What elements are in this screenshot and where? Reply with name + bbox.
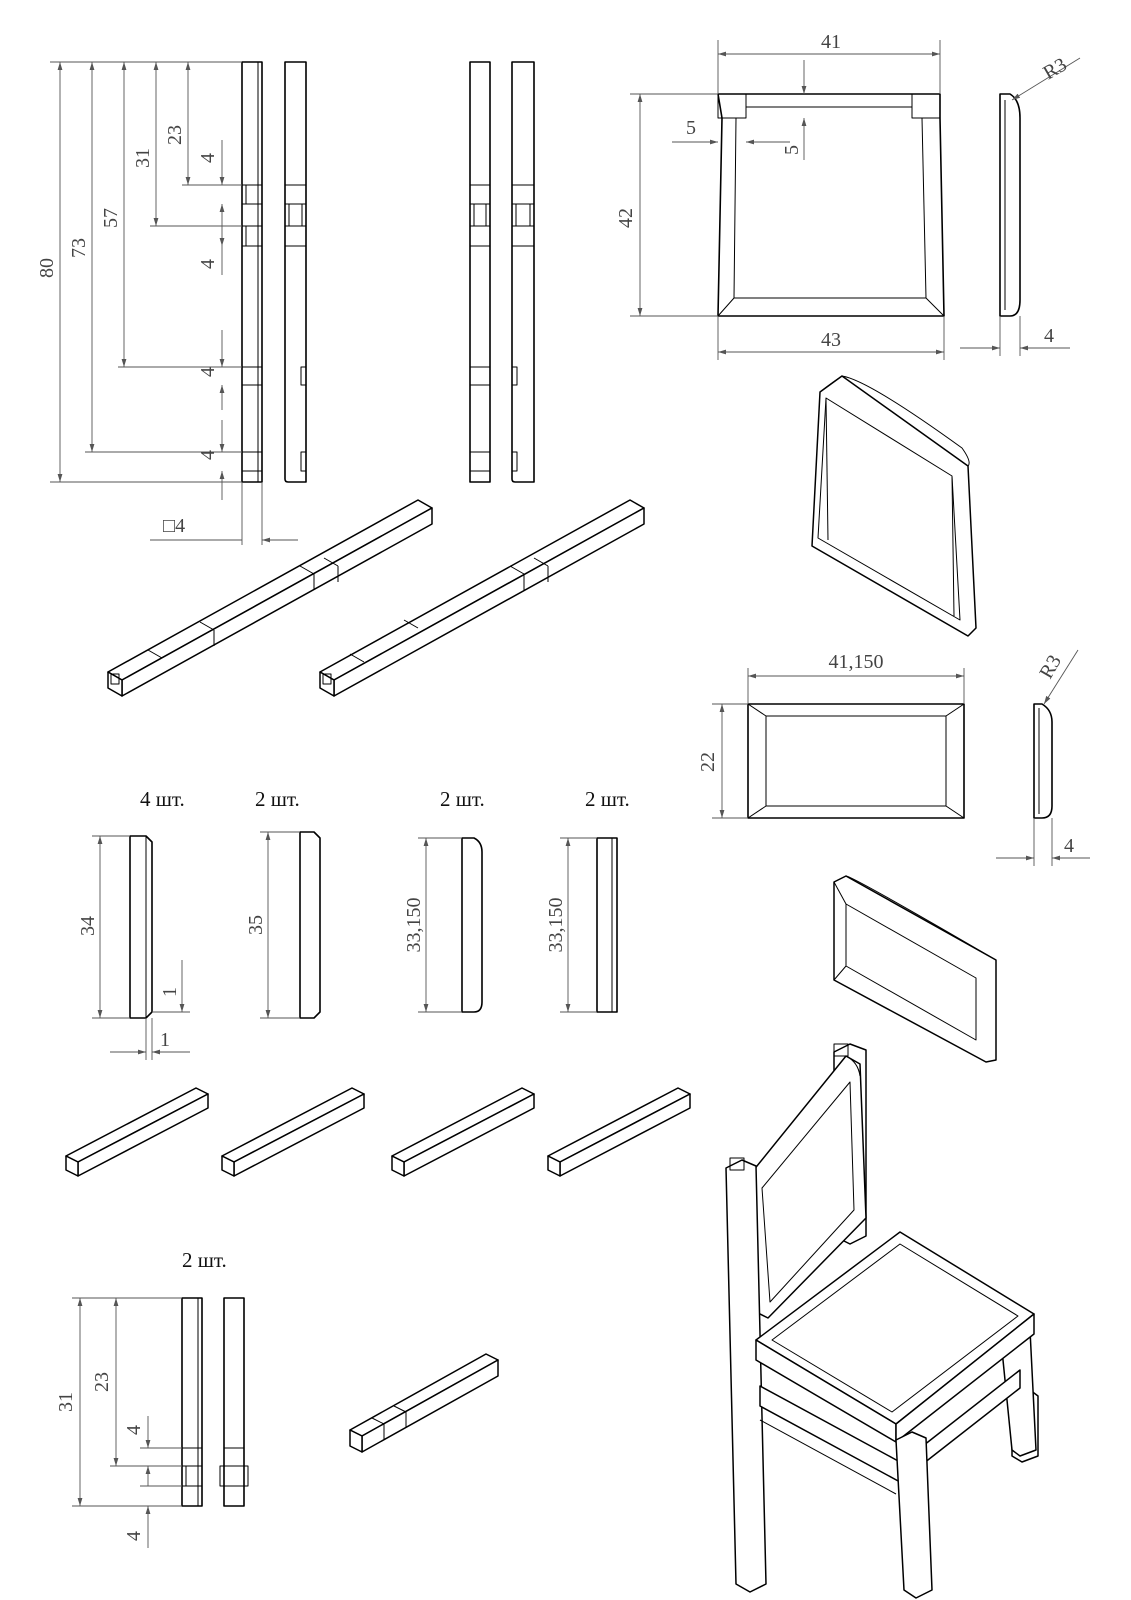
dim-seat-radius: R3 xyxy=(1035,651,1066,682)
back-frame-front-view xyxy=(717,93,945,317)
dim-seat-thickness: 4 xyxy=(1064,835,1074,857)
dim-crossbar-a-length: 34 xyxy=(77,916,99,936)
dim-crossbar-b-length: 35 xyxy=(245,915,267,935)
crossbar-b-isometric xyxy=(221,1087,365,1177)
back-frame-side-view xyxy=(999,93,1021,317)
assembled-chair-isometric xyxy=(725,1043,1039,1599)
dim-crossbar-c-length: 33,150 xyxy=(403,898,425,953)
crossbar-a-isometric xyxy=(65,1087,209,1177)
dim-back-inset-x: 5 xyxy=(686,117,696,139)
dim-back-inset-y: 5 xyxy=(781,145,803,155)
dim-seat-height: 22 xyxy=(697,752,719,772)
dim-back-top-width: 41 xyxy=(821,31,841,53)
dim-rail-31: 31 xyxy=(132,148,154,168)
crossbar-c-view xyxy=(418,837,483,1013)
crossbar-a-qty: 4 шт. xyxy=(140,787,185,811)
dim-short-leg-4a: 4 xyxy=(123,1425,145,1435)
side-rail-rear-view-a xyxy=(469,61,491,483)
dim-notch-2: 4 xyxy=(197,259,219,269)
seat-panel-isometric xyxy=(833,875,997,1063)
dim-crossbar-a-chamfer-b: 1 xyxy=(160,1029,170,1051)
crossbar-b-qty: 2 шт. xyxy=(255,787,300,811)
crossbar-d-view xyxy=(560,837,618,1013)
crossbar-d-isometric xyxy=(547,1087,691,1177)
side-rail-isometric-b xyxy=(319,499,645,697)
side-rail-views: 80 73 57 31 23 4 4 4 4 □4 xyxy=(36,61,535,545)
crossbar-d-qty: 2 шт. xyxy=(585,787,630,811)
dim-total-height: 80 xyxy=(36,258,58,278)
dim-back-bottom-width: 43 xyxy=(821,329,841,351)
dim-notch-1: 4 xyxy=(197,153,219,163)
side-rail-isometric-a xyxy=(107,499,433,697)
dim-crossbar-d-length: 33,150 xyxy=(545,898,567,953)
crossbar-c-qty: 2 шт. xyxy=(440,787,485,811)
crossbar-c-isometric xyxy=(391,1087,535,1177)
short-leg-views xyxy=(181,1297,249,1507)
dim-short-leg-23: 23 xyxy=(91,1372,113,1392)
seat-panel-dimensions xyxy=(712,649,1090,866)
dim-notch-3: 4 xyxy=(197,367,219,377)
crossbar-a-view xyxy=(92,835,190,1060)
short-leg-qty: 2 шт. xyxy=(182,1248,227,1272)
side-rail-dimensions xyxy=(50,61,298,545)
dim-seat-width: 41,150 xyxy=(829,651,884,673)
dim-section-square: □4 xyxy=(163,515,185,537)
side-rail-front-view xyxy=(241,61,263,483)
side-rail-rear-view-b xyxy=(511,61,535,483)
dim-rail-73: 73 xyxy=(68,238,90,258)
side-rail-side-view xyxy=(284,61,307,483)
crossbar-isometrics xyxy=(65,1087,691,1177)
dim-short-leg-4b: 4 xyxy=(123,1531,145,1541)
dim-rail-23: 23 xyxy=(164,125,186,145)
dim-back-height: 42 xyxy=(615,208,637,228)
dim-notch-4: 4 xyxy=(197,450,219,460)
dim-back-thickness: 4 xyxy=(1044,325,1054,347)
crossbar-b-view xyxy=(260,831,321,1019)
short-leg-dimensions xyxy=(72,1297,182,1548)
seat-panel-front-view xyxy=(747,703,965,819)
back-frame-dimensions xyxy=(630,40,1081,360)
dim-short-leg-31: 31 xyxy=(55,1392,77,1412)
dim-crossbar-a-chamfer-a: 1 xyxy=(159,987,181,997)
dim-rail-57: 57 xyxy=(100,208,122,228)
short-leg-isometric xyxy=(349,1353,499,1453)
back-frame-isometric xyxy=(811,375,977,637)
seat-panel-side-view xyxy=(1033,703,1053,819)
